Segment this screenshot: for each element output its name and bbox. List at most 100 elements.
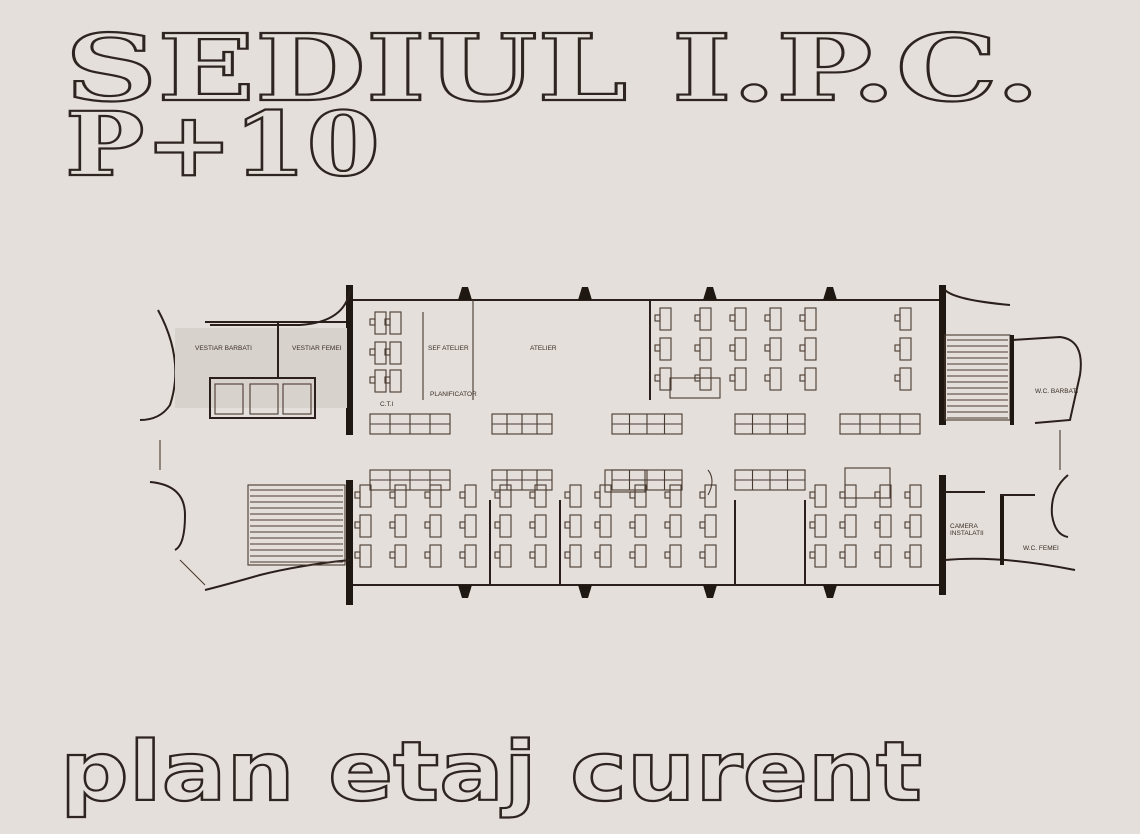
chair [874,491,881,499]
meeting-table [604,469,646,493]
chair [564,491,571,499]
chair [654,374,661,382]
desk [734,307,747,331]
chair [764,344,771,352]
desk [429,514,442,538]
desk [899,307,912,331]
chair [809,551,816,559]
column [458,287,472,300]
chair [764,374,771,382]
chair [729,374,736,382]
chair [894,374,901,382]
desk [429,544,442,568]
desk [534,514,547,538]
desk [394,514,407,538]
desk [879,514,892,538]
desk [359,514,372,538]
desk [909,484,922,508]
column [823,287,837,300]
desk [374,369,387,393]
desk [734,337,747,361]
chair [699,551,706,559]
title-line-1: SEDIUL I.P.C. [65,14,1040,122]
desk [704,514,717,538]
core-wall [346,480,353,605]
desk [569,514,582,538]
column [703,585,717,598]
chair [729,344,736,352]
desk [669,544,682,568]
desk [814,484,827,508]
chair [699,491,706,499]
desk [389,369,402,393]
chair [389,551,396,559]
desk [359,544,372,568]
desk [804,337,817,361]
core-wall [346,285,353,435]
desk [569,484,582,508]
chair [729,314,736,322]
chair [384,318,391,326]
curved-wall [1050,474,1069,538]
desk [634,544,647,568]
room-label-vestiar-barbati: VESTIAR BARBATI [195,345,252,352]
curved-wall [149,481,187,551]
desk [464,544,477,568]
curved-wall [204,559,351,591]
desk [599,514,612,538]
desk [634,484,647,508]
curved-wall [210,289,351,326]
desk [734,367,747,391]
room-label-wc-femei: W.C. FEMEI [1023,545,1059,552]
desk [569,544,582,568]
desk [499,514,512,538]
wc-wall [1011,335,1082,424]
desk [634,514,647,538]
chair [369,348,376,356]
column [823,585,837,598]
chair [664,491,671,499]
curved-counter [707,469,713,496]
chair [459,491,466,499]
desk [879,544,892,568]
desk [394,484,407,508]
chair [424,521,431,529]
room-label-planificator: PLANIFICATOR [430,391,477,398]
core-wall [939,475,946,595]
desk [804,367,817,391]
chair [809,521,816,529]
chair [594,521,601,529]
chair [424,491,431,499]
column [458,585,472,598]
desk [844,514,857,538]
chair [839,521,846,529]
chair [839,491,846,499]
work-table [669,377,721,399]
chair [699,521,706,529]
chair [839,551,846,559]
desk [844,544,857,568]
desk [769,337,782,361]
chair [594,491,601,499]
chair [874,551,881,559]
chair [799,374,806,382]
chair [694,314,701,322]
desk [359,484,372,508]
chair [389,521,396,529]
chair [354,521,361,529]
room-label-vestiar-femei: VESTIAR FEMEI [292,345,342,352]
floor-plan [139,285,1082,605]
desk [669,514,682,538]
room-label-camera-1: CAMERA [950,523,978,530]
chair [369,318,376,326]
chair [904,521,911,529]
desk [699,307,712,331]
room-label-wc-barbati: W.C. BARBATI [1035,388,1078,395]
desk [769,367,782,391]
desk [814,544,827,568]
chair [529,491,536,499]
desk [659,307,672,331]
chair [494,491,501,499]
chair [384,348,391,356]
meeting-table [844,467,891,499]
